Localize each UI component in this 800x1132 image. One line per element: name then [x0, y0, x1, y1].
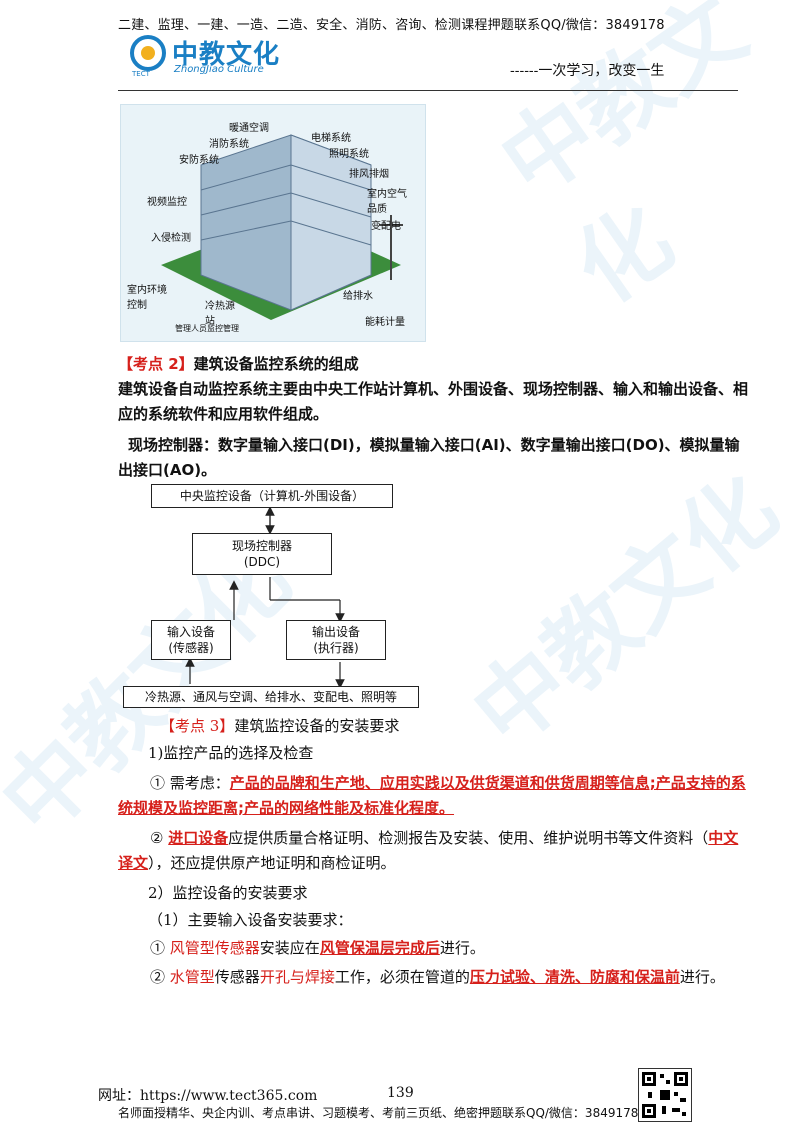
footer-url: 网址：https://www.tect365.com [98, 1088, 318, 1104]
controlled-systems-box: 冷热源、通风与空调、给排水、变配电、照明等 [123, 686, 419, 708]
fig-label: 视频监控 [147, 197, 187, 208]
building-drawing [161, 134, 403, 320]
subheading-2: 2）监控设备的安装要求 [148, 884, 308, 902]
subheading-1: 1)监控产品的选择及检查 [148, 744, 314, 762]
central-monitoring-box: 中央监控设备（计算机-外围设备） [151, 484, 393, 508]
logo: 中教文化 ZhongJiao Culture TECT [128, 34, 288, 80]
section2-paragraph-1: 建筑设备自动监控系统主要由中央工作站计算机、外围设备、现场控制器、输入和输出设备… [118, 380, 749, 423]
logo-subtitle: ZhongJiao Culture [174, 64, 264, 75]
item-1: ① 需考虑：产品的品牌和生产地、应用实践以及供货渠道和供货周期等信息;产品支持的… [118, 774, 746, 817]
logo-tect: TECT [132, 70, 150, 78]
subheading-2-1: （1）主要输入设备安装要求： [148, 911, 353, 929]
fig-label: 暖通空调 [229, 123, 269, 134]
output-device-box: 输出设备 (执行器) [286, 620, 386, 660]
fig-label: 给排水 [343, 291, 373, 302]
fig-label: 入侵检测 [151, 233, 191, 244]
qr-code-icon [638, 1068, 692, 1122]
section-heading-3: 【考点 3】建筑监控设备的安装要求 [160, 717, 400, 735]
fig-label: 照明系统 [329, 149, 369, 160]
fig-label: 消防系统 [209, 139, 249, 150]
logo-text: 中教文化 [172, 40, 281, 70]
building-system-illustration: 暖通空调 消防系统 安防系统 电梯系统 照明系统 排风排烟 视频监控 室内空气品… [120, 104, 426, 342]
page-number: 139 [387, 1085, 414, 1101]
fig-label: 冷热源站 [205, 301, 235, 327]
fig-label: 电梯系统 [311, 133, 351, 144]
section2-paragraph-2: 现场控制器：数字量输入接口(DI)，模拟量输入接口(AI)、数字量输出接口(DO… [118, 436, 740, 479]
line-b: ② 水管型传感器开孔与焊接工作，必须在管道的压力试验、清洗、防腐和保温前进行。 [150, 968, 725, 986]
fig-label: 能耗计量 [365, 317, 405, 328]
item-2: ② 进口设备应提供质量合格证明、检测报告及安装、使用、维护说明书等文件资料（中文… [118, 829, 739, 872]
input-device-box: 输入设备 (传感器) [151, 620, 231, 660]
fig-label: 管理人员监控管理 [175, 324, 239, 333]
section-heading-2: 【考点 2】建筑设备监控系统的组成 [118, 355, 359, 373]
footer-contact-line: 名师面授精华、央企内训、考点串讲、习题模考、考前三页纸、绝密押题联系QQ/微信：… [118, 1106, 639, 1120]
fig-label: 室内环境控制 [127, 285, 167, 311]
fig-label: 变配电 [371, 221, 401, 232]
logo-icon [130, 35, 166, 71]
slogan: ------一次学习，改变一生 [510, 63, 665, 79]
fig-label: 排风排烟 [349, 169, 389, 180]
fig-label: 室内空气品质 [367, 189, 407, 215]
header-contact-line: 二建、监理、一建、一造、二造、安全、消防、咨询、检测课程押题联系QQ/微信：38… [118, 18, 665, 33]
qr-pattern [642, 1072, 688, 1118]
field-controller-box: 现场控制器 (DDC) [192, 533, 332, 575]
diagram-connectors [185, 506, 345, 689]
fig-label: 安防系统 [179, 155, 219, 166]
line-a: ① 风管型传感器安装应在风管保温层完成后进行。 [150, 939, 485, 957]
header-divider [118, 90, 738, 91]
